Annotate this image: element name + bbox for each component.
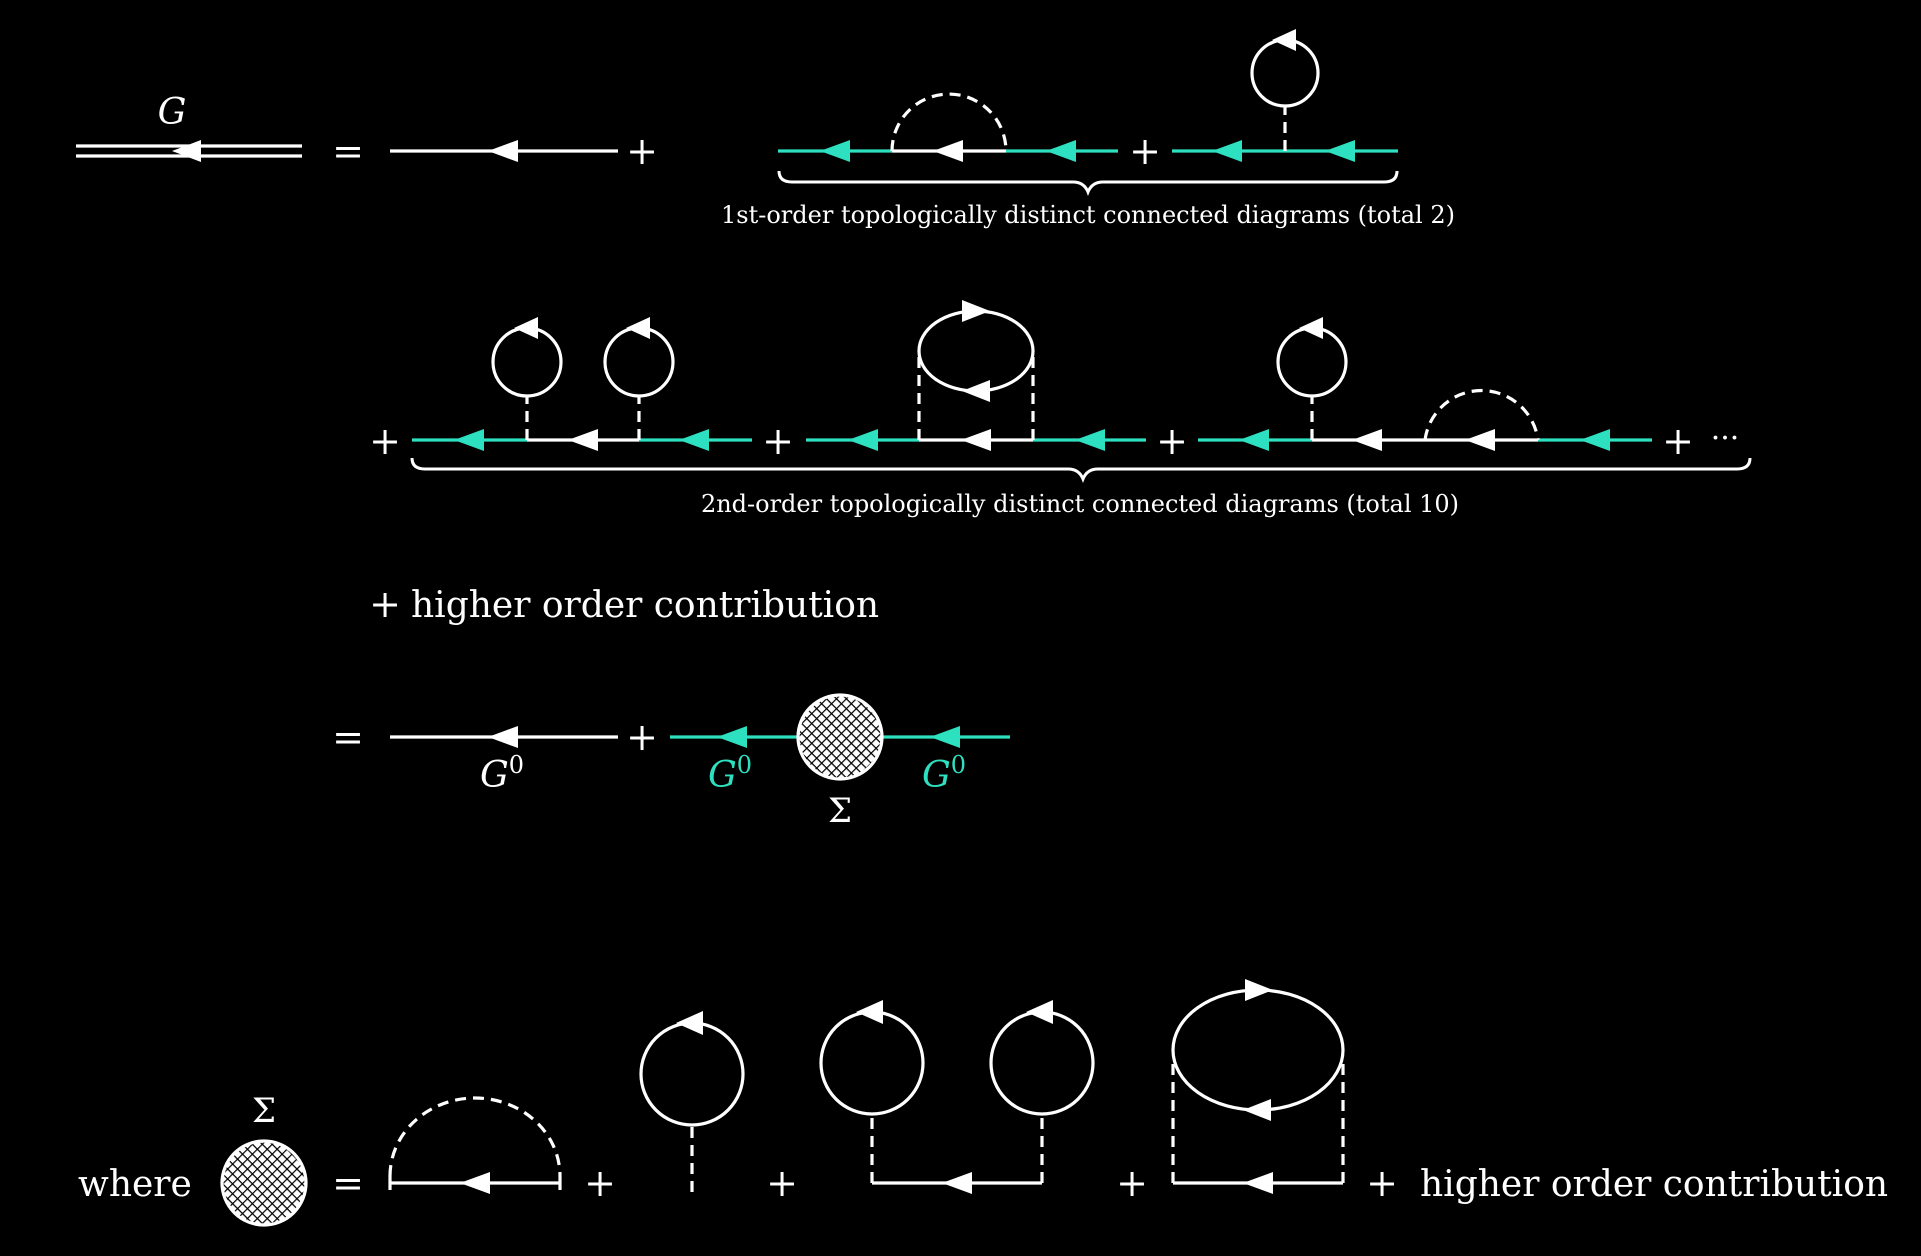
plus-sign: +: [626, 715, 658, 759]
higher-order-text: higher order contribution: [1420, 1164, 1888, 1205]
bubble-self-energy: [1171, 979, 1345, 1194]
row-first-order: G = + + 1st-o: [76, 29, 1455, 229]
arrow-right-icon: [1245, 979, 1273, 1001]
arrow-left-icon: [1465, 429, 1495, 451]
g0-label: G0: [480, 751, 524, 796]
plus-sign: +: [584, 1161, 616, 1205]
row-second-order: + +: [369, 300, 1752, 518]
arrow-left-icon: [1243, 1172, 1273, 1194]
double-tadpole-self-energy: [819, 1000, 1095, 1194]
dressed-sigma-diagram: [670, 693, 1010, 781]
arrow-left-icon: [514, 317, 538, 339]
arrow-left-icon: [568, 429, 598, 451]
row-higher-order: + higher order contribution: [369, 582, 879, 626]
second-order-caption: 2nd-order topologically distinct connect…: [701, 490, 1459, 518]
plus-sign: +: [369, 582, 401, 626]
arrow-left-icon: [1046, 140, 1076, 162]
arrow-left-icon: [1243, 1099, 1271, 1121]
plus-sign: +: [766, 1161, 798, 1205]
fock-self-energy: [388, 1096, 562, 1194]
arrow-left-icon: [1026, 1000, 1053, 1024]
g-label: G: [158, 92, 187, 133]
arrow-left-icon: [454, 429, 484, 451]
underbrace: [777, 170, 1399, 197]
tadpole-exchange-diagram: [1198, 317, 1652, 451]
arrow-left-icon: [488, 140, 518, 162]
arrow-left-icon: [1580, 429, 1610, 451]
self-energy-blob: [796, 693, 884, 781]
arrow-left-icon: [1272, 29, 1296, 51]
arrow-left-icon: [942, 1172, 972, 1194]
arrow-right-icon: [962, 300, 990, 322]
double-tadpole-diagram: [412, 317, 752, 451]
arrow-left-icon: [1299, 317, 1323, 339]
arrow-left-icon: [626, 317, 650, 339]
higher-order-text: higher order contribution: [411, 585, 879, 626]
first-order-caption: 1st-order topologically distinct connect…: [721, 201, 1455, 229]
plus-sign: +: [1129, 129, 1161, 173]
where-text: where: [78, 1164, 192, 1205]
arrow-left-icon: [1212, 140, 1242, 162]
arrow-left-icon: [1352, 429, 1382, 451]
arrow-left-icon: [717, 726, 747, 748]
arrow-left-icon: [460, 1172, 490, 1194]
fock-diagram: [778, 92, 1118, 162]
self-energy-blob: [220, 1139, 308, 1227]
arrow-left-icon: [820, 140, 850, 162]
plus-sign: +: [1366, 1161, 1398, 1205]
ellipsis: ···: [1711, 421, 1740, 456]
arrow-left-icon: [488, 726, 518, 748]
arrow-left-icon: [962, 380, 990, 402]
arrow-left-icon: [933, 140, 963, 162]
sigma-label: Σ: [252, 1091, 276, 1131]
arrow-left-icon: [679, 429, 709, 451]
underbrace: [410, 457, 1752, 484]
plus-sign: +: [1156, 419, 1188, 463]
arrow-left-icon: [172, 140, 201, 162]
plus-sign: +: [1116, 1161, 1148, 1205]
equals-sign: =: [332, 1161, 364, 1205]
arrow-left-icon: [848, 429, 878, 451]
plus-sign: +: [626, 129, 658, 173]
equals-sign: =: [332, 715, 364, 759]
arrow-left-icon: [961, 429, 991, 451]
arrow-left-icon: [1325, 140, 1355, 162]
bare-propagator: [390, 140, 618, 162]
g0-label: G0: [922, 751, 966, 796]
arrow-left-icon: [856, 1000, 883, 1024]
sigma-label: Σ: [828, 791, 852, 831]
arrow-left-icon: [1239, 429, 1269, 451]
hartree-diagram: [1172, 29, 1398, 162]
arrow-left-icon: [676, 1011, 703, 1035]
row-dyson-equation: = G0 + G0 G0 Σ: [332, 693, 1010, 831]
g0-label: G0: [708, 751, 752, 796]
dressed-propagator: [76, 140, 302, 162]
plus-sign: +: [1662, 419, 1694, 463]
row-self-energy: where Σ = + + +: [78, 979, 1888, 1227]
plus-sign: +: [762, 419, 794, 463]
bubble-diagram: [806, 300, 1146, 451]
hartree-self-energy: [639, 1011, 745, 1192]
bare-propagator: [390, 726, 618, 748]
plus-sign: +: [369, 419, 401, 463]
equals-sign: =: [332, 129, 364, 173]
arrow-left-icon: [930, 726, 960, 748]
arrow-left-icon: [1075, 429, 1105, 451]
